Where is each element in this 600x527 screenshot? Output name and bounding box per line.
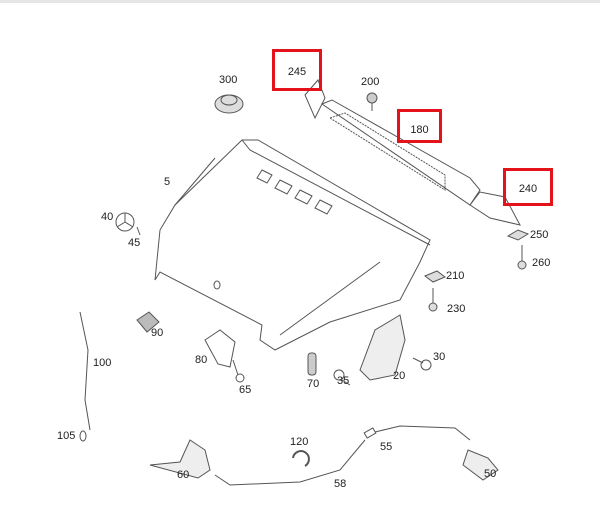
part-label-260: 260 xyxy=(532,257,551,269)
end-cap-part-240 xyxy=(469,191,521,226)
prop-rod-100 xyxy=(79,311,91,431)
hinge-20 xyxy=(359,314,406,381)
part-label-180: 180 xyxy=(410,124,429,136)
part-label-80: 80 xyxy=(195,354,208,366)
top-divider xyxy=(0,0,600,3)
grommet-105 xyxy=(79,430,87,442)
star-emblem-40 xyxy=(115,212,135,232)
highlight-box-180: 180 xyxy=(397,109,442,143)
part-label-245: 245 xyxy=(287,66,307,78)
part-label-250: 250 xyxy=(530,229,549,241)
clip-250 xyxy=(506,229,530,241)
bolt-45 xyxy=(136,226,141,236)
clip-210 xyxy=(424,270,446,283)
bracket-80 xyxy=(204,329,236,368)
connector-55 xyxy=(363,427,377,439)
cowl-grille-part-180 xyxy=(320,99,481,206)
part-label-210: 210 xyxy=(446,270,465,282)
part-label-58: 58 xyxy=(334,478,347,490)
part-label-240: 240 xyxy=(518,183,538,195)
part-label-30: 30 xyxy=(433,351,446,363)
bolt-30 xyxy=(412,357,432,371)
part-label-20: 20 xyxy=(393,370,406,382)
part-label-300: 300 xyxy=(219,74,238,86)
part-label-100: 100 xyxy=(93,357,112,369)
part-label-55: 55 xyxy=(380,441,393,453)
release-handle-50 xyxy=(462,449,499,481)
clip-200 xyxy=(366,92,378,111)
part-label-70: 70 xyxy=(307,378,320,390)
end-cap-part-245 xyxy=(304,79,326,120)
part-label-105: 105 xyxy=(57,430,76,442)
part-label-65: 65 xyxy=(239,384,252,396)
insulation-clip-300 xyxy=(214,94,244,114)
part-label-60: 60 xyxy=(177,469,190,481)
part-label-230: 230 xyxy=(447,303,466,315)
bolt-260 xyxy=(517,245,527,270)
part-label-50: 50 xyxy=(484,468,497,480)
part-label-200: 200 xyxy=(361,76,380,88)
bolt-230 xyxy=(428,288,438,312)
release-cable-58 xyxy=(214,439,366,486)
cable-clip-120 xyxy=(292,450,310,467)
part-label-5: 5 xyxy=(164,176,171,188)
hood-part-5 xyxy=(154,139,431,351)
bolt-65 xyxy=(232,359,245,383)
release-cable-55 xyxy=(374,425,471,441)
bolt-35 xyxy=(333,369,351,386)
part-label-120: 120 xyxy=(290,436,309,448)
highlight-box-245: 245 xyxy=(272,49,322,91)
striker-90 xyxy=(136,311,160,333)
part-label-35: 35 xyxy=(337,375,350,387)
part-label-45: 45 xyxy=(128,237,141,249)
part-label-40: 40 xyxy=(101,211,114,223)
bump-stop-70 xyxy=(307,352,317,376)
highlight-box-240: 240 xyxy=(503,168,553,206)
latch-60 xyxy=(149,439,211,479)
part-label-90: 90 xyxy=(151,327,164,339)
